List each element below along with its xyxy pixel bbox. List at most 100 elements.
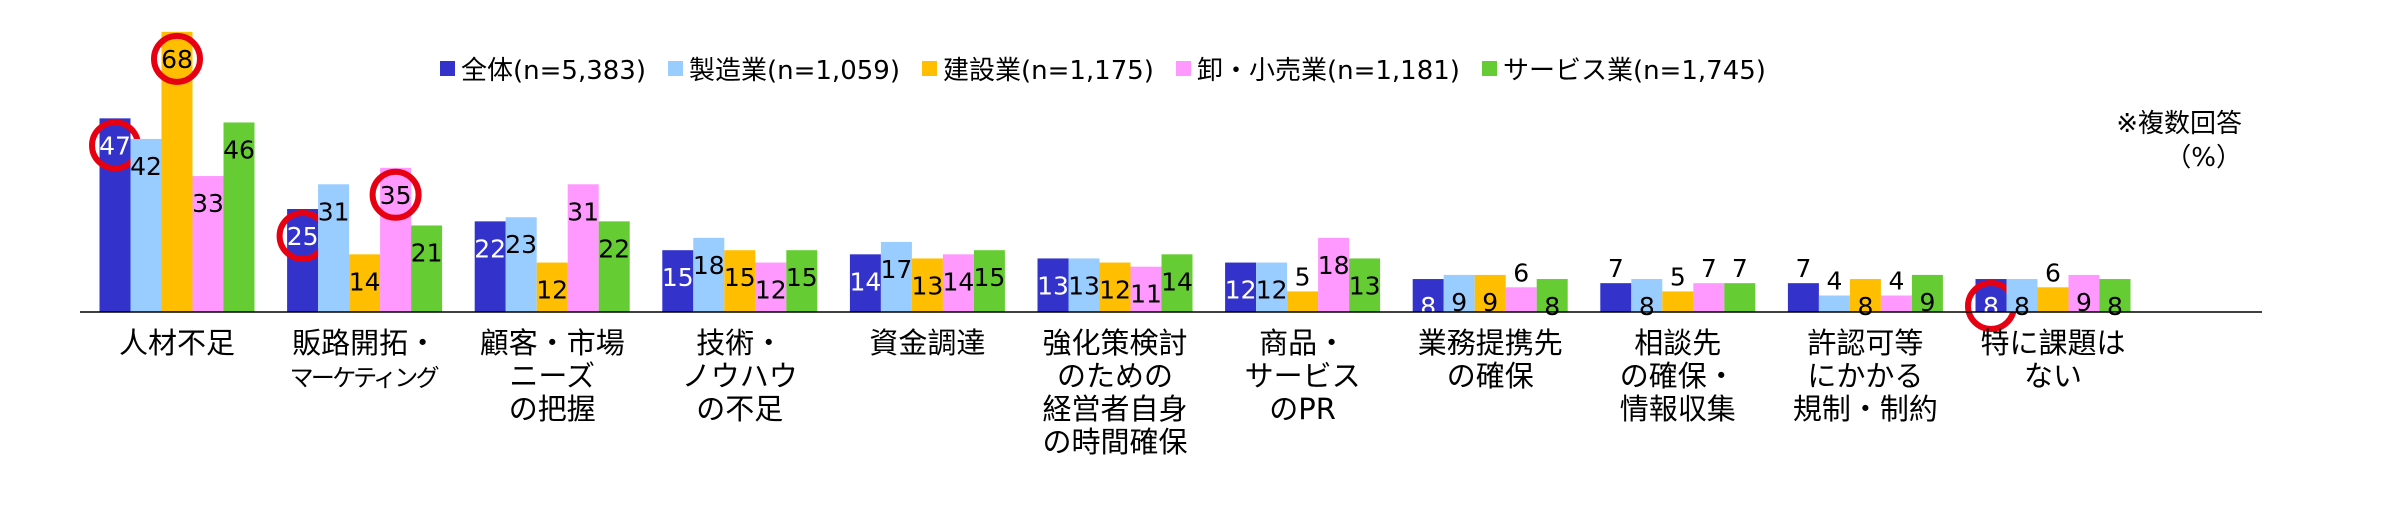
bar-7-0 [1412,279,1444,312]
category-label-3: 技術・ [696,326,783,360]
bar-2-3 [567,184,599,312]
data-label-9-0: 7 [1795,254,1811,283]
bar-4-4 [973,250,1005,312]
bar-1-2 [349,254,381,312]
data-label-2-3: 31 [567,197,599,226]
bar-2-0 [474,221,506,312]
data-label-2-1: 23 [505,230,537,259]
data-label-10-3: 9 [2076,288,2092,317]
category-label-1: 販路開拓・ [292,326,437,360]
bar-8-4 [1724,283,1756,312]
multiple-answer-note: ※複数回答 [2116,109,2242,139]
bar-6-0 [1225,262,1257,312]
category-label-6: サービス [1245,359,1361,393]
data-label-10-1: 8 [2014,292,2030,321]
bar-4-3 [942,254,974,312]
data-label-1-2: 14 [349,267,381,296]
category-label-9: にかかる [1807,359,1923,393]
data-label-5-2: 12 [1099,276,1131,305]
data-label-2-2: 12 [536,276,568,305]
data-label-6-3: 18 [1318,251,1350,280]
legend-item: 卸・小売業(n=1,181) [1175,50,1460,87]
bar-3-3 [755,262,787,312]
bar-8-1 [1631,279,1663,312]
category-label-5: 経営者自身 [1042,392,1187,426]
legend-item: 製造業(n=1,059) [667,50,900,87]
data-label-3-1: 18 [693,251,725,280]
category-label-5: のための [1057,359,1173,393]
category-label-7: 業務提携先 [1418,326,1563,360]
data-label-8-2: 5 [1670,262,1686,291]
bar-8-0 [1600,283,1632,312]
bar-2-4 [598,221,630,312]
data-label-4-3: 14 [942,267,974,296]
bar-5-0 [1037,258,1069,312]
category-label-10: 特に課題は [1980,326,2125,360]
bar-2-1 [505,217,537,312]
bar-10-2 [2037,287,2069,312]
bar-9-0 [1787,283,1819,312]
category-label-6: のPR [1269,392,1336,426]
data-label-9-2: 8 [1857,292,1873,321]
category-label-7: の確保 [1447,359,1534,393]
legend-swatch [1175,61,1191,76]
bar-3-2 [724,250,756,312]
bar-3-1 [693,237,725,312]
category-label-8: 相談先 [1634,326,1721,360]
data-label-5-3: 11 [1130,280,1162,309]
bar-9-3 [1880,295,1912,312]
legend-label: 建設業(n=1,175) [942,56,1154,86]
bar-8-2 [1662,291,1694,312]
data-label-1-0: 25 [287,222,319,251]
data-label-7-3: 6 [1513,258,1529,287]
bar-3-0 [662,250,694,312]
data-label-5-1: 13 [1068,271,1100,300]
bar-4-0 [849,254,881,312]
category-label-3: の不足 [696,392,783,426]
data-label-4-2: 13 [911,271,943,300]
data-label-4-0: 14 [849,267,881,296]
category-label-8: 情報収集 [1620,392,1736,426]
category-label-2: 顧客・市場 [480,326,625,360]
data-label-9-4: 9 [1919,288,1935,317]
bar-4-2 [911,258,943,312]
data-label-0-1: 42 [130,152,162,181]
data-label-0-2: 68 [161,45,193,74]
bar-9-1 [1818,295,1850,312]
legend-label: 卸・小売業(n=1,181) [1196,56,1460,86]
bar-0-3 [192,176,224,312]
data-label-1-3: 35 [380,181,412,210]
bar-7-4 [1536,279,1568,312]
category-label-0: 人材不足 [119,326,235,360]
data-label-4-1: 17 [880,255,912,284]
legend-item: 全体(n=5,383) [440,50,646,87]
category-label-9: 規制・制約 [1793,392,1938,426]
legend-item: サービス業(n=1,745) [1481,50,1766,87]
category-label-5: 強化策検討 [1042,326,1187,360]
chart-note: ※複数回答 （%） [2116,108,2242,176]
data-label-0-0: 47 [99,131,131,160]
data-label-6-2: 5 [1295,262,1311,291]
data-label-1-4: 21 [411,238,443,267]
bar-4-1 [880,241,912,312]
bar-0-0 [99,118,131,312]
legend: 全体(n=5,383) 製造業(n=1,059) 建設業(n=1,175) 卸・小売業… [440,50,1788,87]
bar-3-4 [786,250,818,312]
data-label-3-3: 12 [755,276,787,305]
category-label-5: の時間確保 [1042,425,1187,459]
bar-9-4 [1911,274,1943,312]
legend-label: 製造業(n=1,059) [688,56,900,86]
data-label-10-0: 8 [1983,292,1999,321]
data-label-6-0: 12 [1225,276,1257,305]
bar-6-2 [1287,291,1319,312]
category-label-3: ノウハウ [682,359,798,393]
data-label-0-3: 33 [192,189,224,218]
data-label-10-4: 8 [2107,292,2123,321]
bar-6-3 [1318,237,1350,312]
category-label-9: 許認可等 [1807,326,1923,360]
data-label-1-1: 31 [318,197,350,226]
legend-swatch [921,61,937,76]
data-label-7-0: 8 [1420,292,1436,321]
category-label-10: ない [2024,359,2082,393]
